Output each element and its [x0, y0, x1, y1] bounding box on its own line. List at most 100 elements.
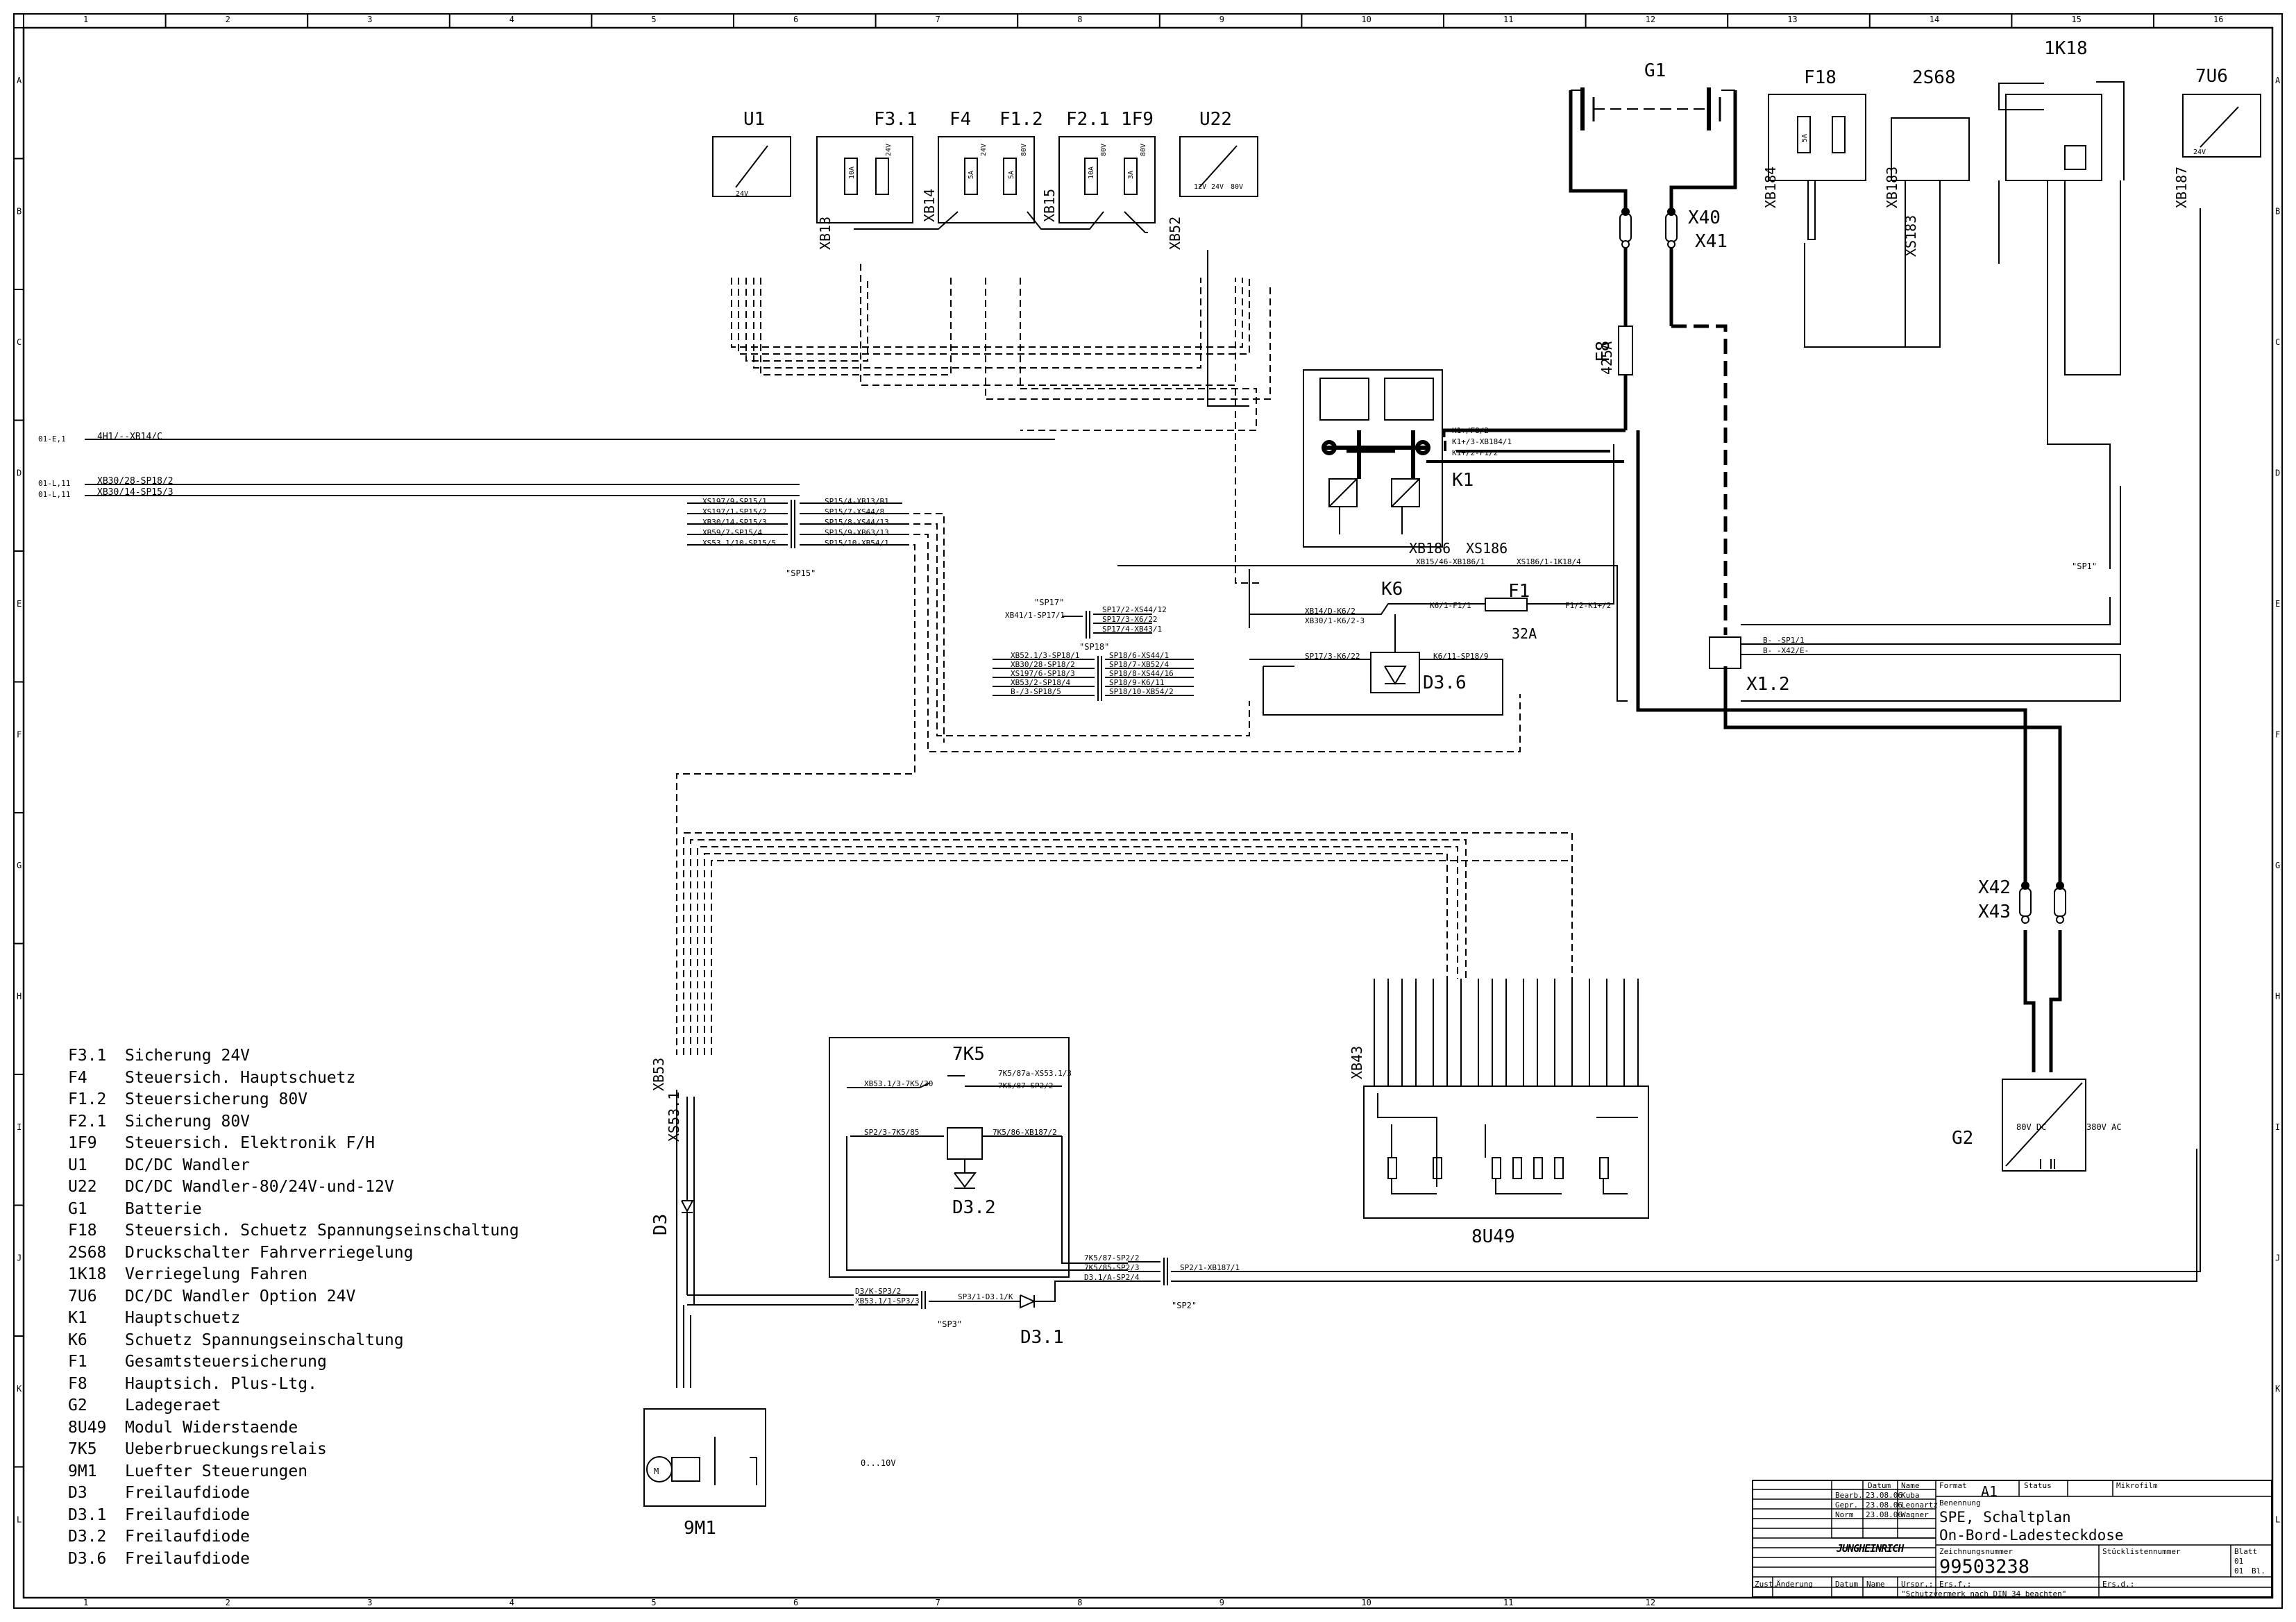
grid-column-number: 2	[226, 15, 230, 24]
label-D3.2: D3.2	[952, 1197, 996, 1218]
grid-row-letter: F	[17, 730, 22, 740]
tb-ers-d: Ers.d.:	[2102, 1580, 2135, 1589]
legend-text: Sicherung 24V	[125, 1047, 251, 1065]
tb-mikrofilm-header: Mikrofilm	[2116, 1481, 2158, 1490]
grid-column-number: 5	[651, 15, 656, 24]
grid-row-letter: E	[2275, 599, 2280, 609]
title-block-grid	[1752, 1480, 2272, 1598]
svg-text:XB186: XB186	[1409, 540, 1451, 557]
tb-datum2: Datum	[1835, 1580, 1859, 1589]
grid-column-number: 10	[1361, 1598, 1371, 1607]
tb-name-header: Name	[1901, 1481, 1920, 1490]
label-G2: G2	[1952, 1128, 1973, 1149]
grid-column-number: 12	[1646, 1598, 1655, 1607]
title-block: Datum Name Format A1 Status Mikrofilm Be…	[1752, 1480, 2272, 1598]
svg-text:0...10V: 0...10V	[861, 1458, 896, 1468]
legend-text: Batterie	[125, 1199, 202, 1218]
label-D3.1: D3.1	[1020, 1327, 1064, 1348]
tb-gepr-name: Leonartz	[1901, 1501, 1938, 1510]
grid-row-letter: K	[17, 1384, 22, 1394]
tb-blatt-header: Blatt	[2234, 1547, 2258, 1556]
brand-logo: JUNGHEINRICH	[1837, 1542, 1904, 1555]
label-7U6: 7U6	[2195, 66, 2228, 87]
tb-zust: Zust.	[1755, 1580, 1778, 1589]
legend-code: F8	[68, 1374, 87, 1393]
svg-text:80V: 80V	[1140, 144, 1147, 156]
svg-text:380V AC: 380V AC	[2086, 1122, 2122, 1132]
svg-text:XB187: XB187	[2173, 167, 2190, 208]
grid-row-letter: I	[17, 1122, 22, 1132]
legend-text: DC/DC Wandler	[125, 1156, 251, 1174]
grid-row-letter: E	[17, 599, 22, 609]
svg-text:"SP17": "SP17"	[1034, 598, 1064, 607]
tb-norm-date: 23.08.06	[1866, 1510, 1902, 1519]
svg-text:"SP18": "SP18"	[1079, 642, 1109, 652]
svg-text:"SP3": "SP3"	[937, 1319, 962, 1329]
grid-column-number: 3	[367, 1598, 372, 1607]
svg-text:80V: 80V	[1020, 144, 1028, 156]
legend-text: Modul Widerstaende	[125, 1418, 298, 1437]
label-X41: X41	[1695, 231, 1728, 252]
tb-ers-f: Ers.f.:	[1939, 1580, 1972, 1589]
label-F4: F4	[949, 109, 971, 130]
legend-text: Ueberbrueckungsrelais	[125, 1440, 327, 1458]
label-D3.6: D3.6	[1423, 673, 1467, 693]
legend-code: 7K5	[68, 1440, 97, 1458]
legend-code: D3.1	[68, 1505, 107, 1524]
legend-text: Sicherung 80V	[125, 1112, 251, 1131]
tb-drawing-number: 99503238	[1939, 1556, 2030, 1578]
tb-format-header: Format	[1939, 1481, 1967, 1490]
grid-row-letter: A	[17, 76, 22, 85]
grid-column-number: 14	[1930, 15, 1939, 24]
grid-column-number: 3	[367, 15, 372, 24]
grid-column-number: 16	[2213, 15, 2223, 24]
legend-text: Steuersich. Hauptschuetz	[125, 1068, 356, 1087]
svg-text:24V: 24V	[736, 190, 748, 198]
grid-column-number: 8	[1077, 15, 1082, 24]
legend-code: 8U49	[68, 1418, 107, 1437]
grid-column-number: 7	[936, 15, 940, 24]
label-K6: K6	[1381, 579, 1403, 600]
tb-aenderung: Änderung	[1776, 1580, 1813, 1589]
tb-datum-header: Datum	[1868, 1481, 1891, 1490]
legend-code: U1	[68, 1156, 87, 1174]
tb-format: A1	[1981, 1483, 1998, 1500]
svg-text:80V: 80V	[1231, 183, 1243, 191]
label-2S68: 2S68	[1912, 67, 1956, 88]
legend-text: Steuersich. Elektronik F/H	[125, 1134, 375, 1152]
legend-text: Hauptschuetz	[125, 1309, 241, 1327]
grid-row-letter: B	[17, 207, 22, 217]
legend-row: 1F9 Steuersich. Elektronik F/H	[68, 1133, 519, 1155]
tb-gepr-date: 23.08.06	[1866, 1501, 1902, 1510]
label-1K18: 1K18	[2044, 38, 2088, 59]
grid-row-letter: L	[2275, 1515, 2280, 1525]
svg-text:5A: 5A	[968, 171, 975, 179]
svg-text:10A: 10A	[1088, 167, 1095, 179]
legend-text: Steuersich. Schuetz Spannungseinschaltun…	[125, 1222, 519, 1240]
tb-bl: Bl.	[2252, 1566, 2265, 1575]
svg-text:M: M	[654, 1467, 659, 1476]
legend-text: Gesamtsteuersicherung	[125, 1353, 327, 1371]
svg-text:XB13: XB13	[817, 217, 834, 250]
grid-row-letter: J	[2275, 1253, 2280, 1263]
svg-text:24V: 24V	[980, 144, 988, 156]
tb-bearb-date: 23.08.06	[1866, 1491, 1902, 1500]
svg-text:XS186: XS186	[1466, 540, 1508, 557]
label-U1: U1	[743, 109, 765, 130]
legend-code: G2	[68, 1396, 87, 1414]
legend-code: 9M1	[68, 1462, 97, 1480]
svg-text:XB53: XB53	[650, 1058, 667, 1091]
label-X43: X43	[1978, 902, 2011, 922]
tb-benennung-header: Benennung	[1939, 1498, 1981, 1507]
legend-code: 1F9	[68, 1134, 97, 1152]
svg-text:"SP2": "SP2"	[1172, 1301, 1197, 1310]
svg-text:10A: 10A	[848, 167, 856, 179]
legend-text: Ladegeraet	[125, 1396, 221, 1414]
